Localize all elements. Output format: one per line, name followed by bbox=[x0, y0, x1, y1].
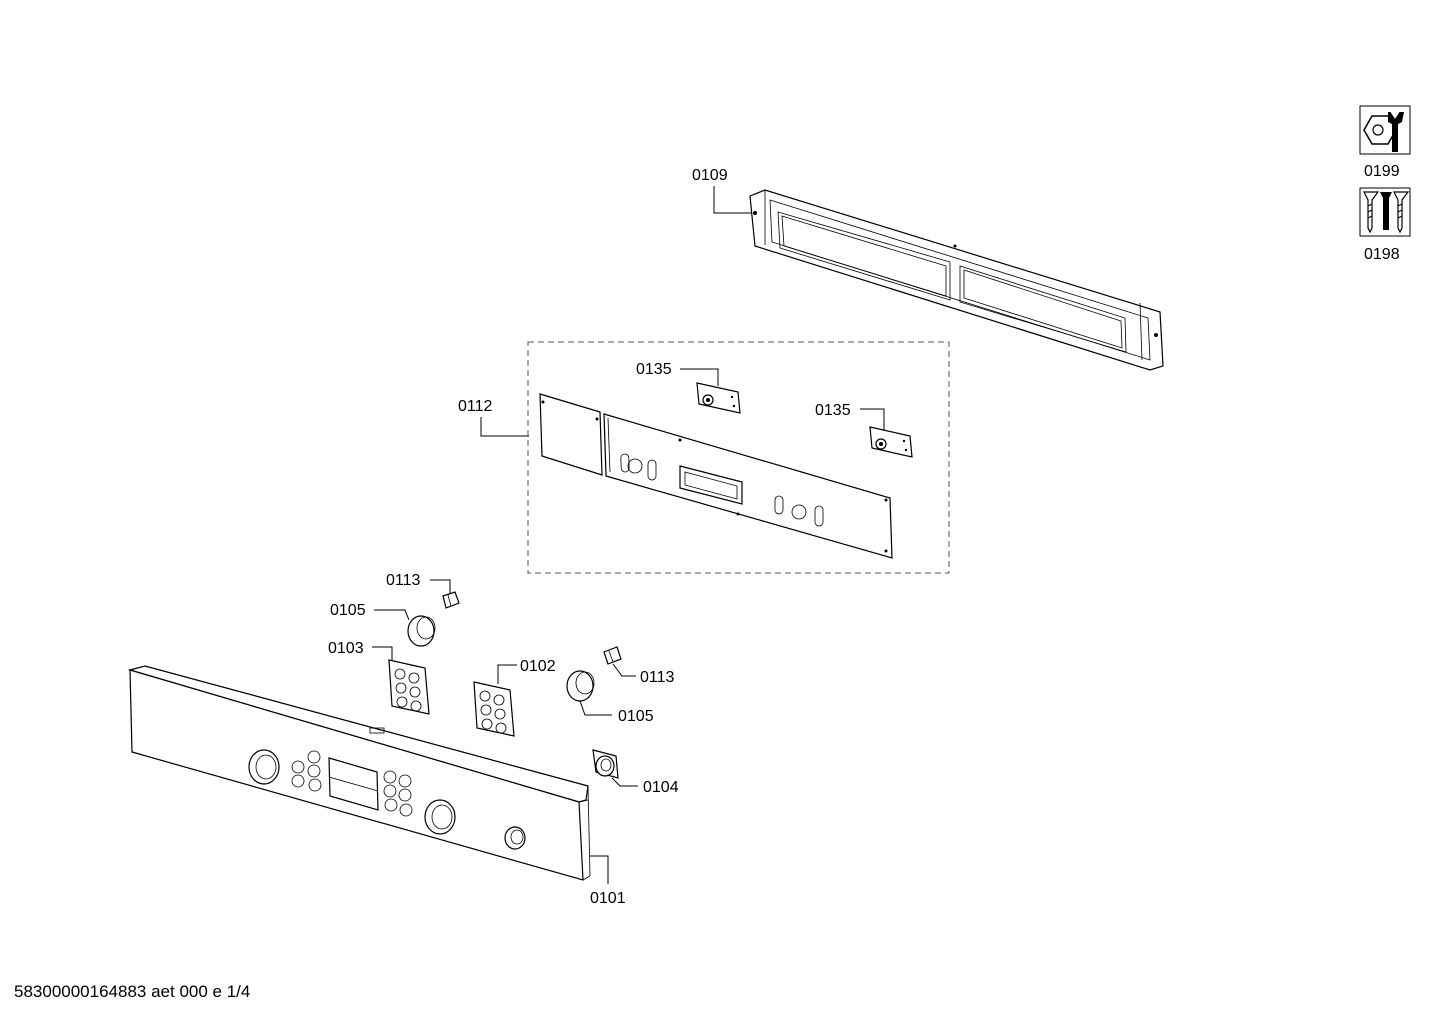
part-0113-clip-a bbox=[442, 591, 460, 609]
label-0105-b: 0105 bbox=[618, 708, 654, 725]
part-0102-button-module bbox=[473, 681, 515, 737]
part-0101-front-panel bbox=[127, 665, 591, 881]
part-0109-frame bbox=[749, 189, 1164, 371]
label-0103: 0103 bbox=[328, 640, 364, 657]
label-0198: 0198 bbox=[1364, 246, 1400, 263]
label-0112: 0112 bbox=[458, 398, 493, 415]
label-0113-b: 0113 bbox=[640, 669, 675, 686]
label-0109: 0109 bbox=[692, 167, 728, 184]
document-id-footer: 58300000164883 aet 000 e 1/4 bbox=[14, 982, 251, 1001]
label-0113-a: 0113 bbox=[386, 572, 421, 589]
screws-icon bbox=[1359, 187, 1411, 237]
label-0102: 0102 bbox=[520, 658, 556, 675]
part-0105-knob-b bbox=[566, 670, 595, 702]
part-0103-button-module bbox=[388, 659, 430, 715]
part-0112-panel bbox=[539, 393, 893, 559]
wrench-nut-icon bbox=[1359, 105, 1411, 155]
part-0104-push-button bbox=[592, 749, 619, 779]
label-0135-a: 0135 bbox=[636, 361, 672, 378]
part-0113-clip-b bbox=[603, 646, 622, 665]
label-0101: 0101 bbox=[590, 890, 626, 907]
label-0105-a: 0105 bbox=[330, 602, 366, 619]
part-0135-switch-a bbox=[696, 382, 741, 414]
label-0199: 0199 bbox=[1364, 163, 1400, 180]
part-0135-switch-b bbox=[869, 426, 913, 458]
label-0104: 0104 bbox=[643, 779, 679, 796]
assembly-0112-boundary bbox=[527, 341, 950, 574]
label-0135-b: 0135 bbox=[815, 402, 851, 419]
part-0105-knob-a bbox=[407, 615, 436, 647]
